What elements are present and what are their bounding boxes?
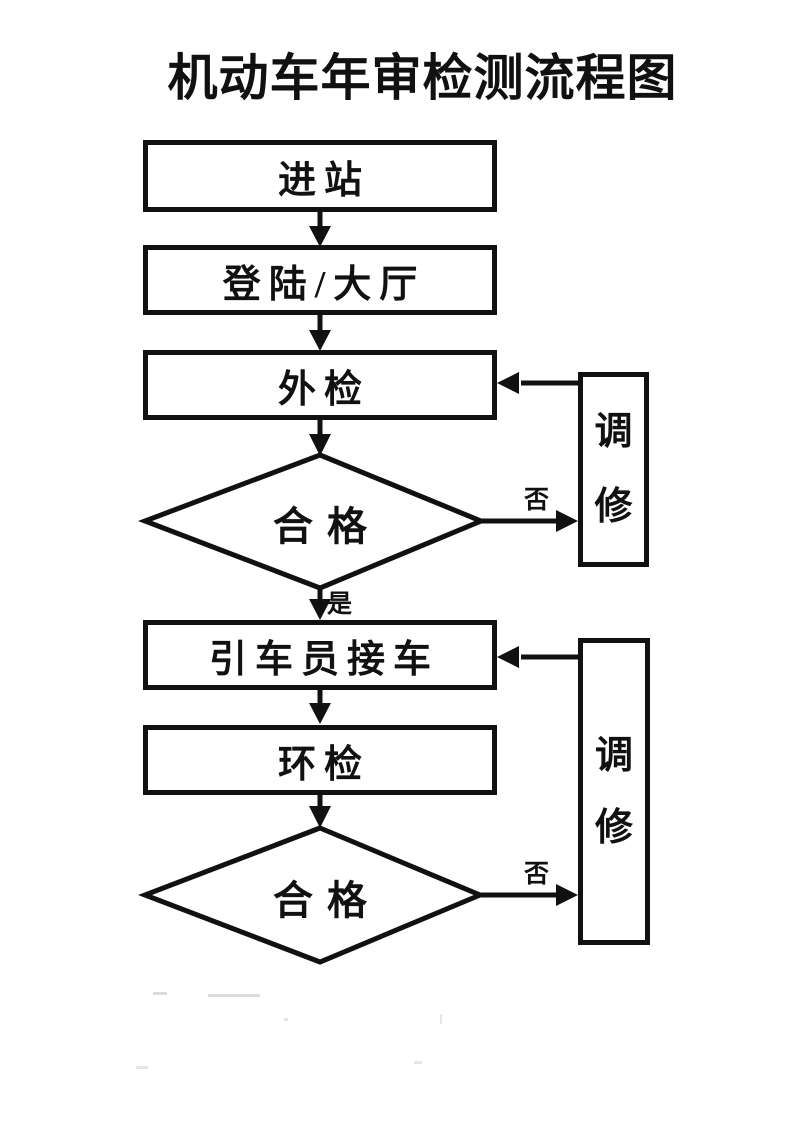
edge-label-no-2: 否: [524, 861, 550, 888]
node-repair-1: 调修: [578, 372, 649, 567]
node-driver-pickup-label: 引车员接车: [208, 638, 439, 681]
node-driver-pickup: 引车员接车: [143, 620, 497, 690]
node-enter-station-label: 进站: [277, 159, 370, 202]
arrowhead-right-icon: [556, 510, 578, 532]
node-login-hall-label: 登陆/大厅: [222, 263, 426, 306]
scan-artifact: [414, 1061, 422, 1064]
node-pass-check-1-label: 合格: [273, 504, 381, 549]
scan-artifact: [440, 1014, 442, 1024]
node-external-inspection-label: 外检: [277, 368, 370, 411]
page-title: 机动车年审检测流程图: [167, 50, 678, 106]
node-env-inspection-label: 环检: [277, 743, 370, 786]
arrowhead-down-icon: [309, 806, 331, 828]
scan-artifact: [153, 992, 167, 995]
node-enter-station: 进站: [143, 140, 497, 212]
node-external-inspection: 外检: [143, 350, 497, 420]
node-repair-1-label: 调修: [594, 410, 633, 528]
arrowhead-left-icon: [497, 372, 519, 394]
scan-artifact: [284, 1018, 288, 1021]
arrowhead-left-icon: [497, 646, 519, 668]
edge-label-yes: 是: [327, 591, 353, 618]
scan-artifact: [208, 994, 260, 997]
arrowhead-right-icon: [556, 884, 578, 906]
arrowhead-down-icon: [309, 434, 331, 456]
arrowhead-down-icon: [309, 599, 331, 620]
node-repair-2: 调修: [578, 638, 650, 945]
scan-artifact: [136, 1066, 148, 1069]
node-repair-2-label: 调修: [594, 734, 633, 849]
node-login-hall: 登陆/大厅: [143, 245, 497, 315]
edge-label-no-1: 否: [524, 487, 550, 514]
decision-diamond-pass1: [137, 452, 488, 591]
arrowhead-down-icon: [309, 330, 331, 351]
node-env-inspection: 环检: [143, 725, 497, 795]
arrowhead-down-icon: [309, 226, 331, 247]
arrowhead-down-icon: [309, 703, 331, 724]
node-pass-check-2-label: 合格: [273, 878, 381, 923]
decision-diamond-pass2: [138, 825, 487, 965]
